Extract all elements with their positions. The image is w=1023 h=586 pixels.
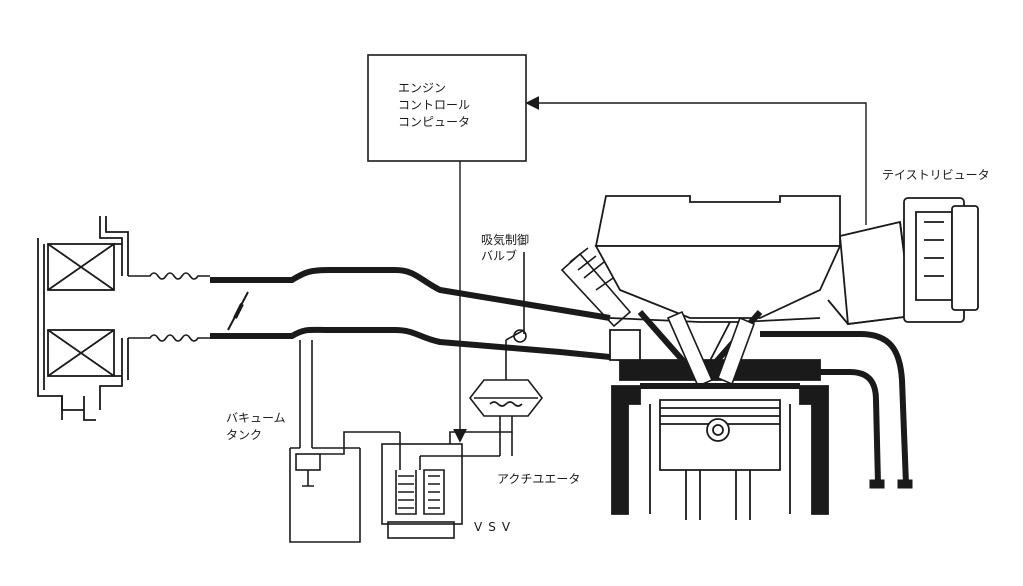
exhaust-manifold: [760, 331, 909, 485]
intake-valve-label: 吸気制御 バルブ: [481, 232, 529, 264]
distributor-label: テイストリビュータ: [882, 168, 990, 182]
ecu-label-line-3: コンピュータ: [398, 115, 471, 129]
distributor-signal-line: [525, 96, 867, 225]
engine-block: [611, 383, 829, 520]
ecu-label-line-2: コントロール: [398, 98, 471, 112]
ecu-label: エンジン コントロール コンピュータ: [398, 80, 470, 131]
intake-control-valve: [505, 252, 527, 343]
vsv-body: [381, 431, 500, 539]
vacuum-tank-label-line-2: タンク: [226, 428, 263, 442]
vacuum-tank-label: バキューム タンク: [226, 410, 286, 444]
intake-hose: [128, 272, 210, 342]
valves: [666, 310, 756, 388]
intake-valve-label-line-1: 吸気制御: [481, 233, 530, 247]
ecu-label-line-1: エンジン: [398, 81, 447, 95]
distributor: [827, 197, 979, 326]
intake-valve-label-line-2: バルブ: [481, 249, 518, 263]
vacuum-tank: [289, 431, 400, 543]
exhaust-flange: [869, 479, 913, 489]
fuel-injector: [560, 247, 632, 328]
air-cleaner: [37, 216, 129, 421]
vsv-label: VSV: [474, 520, 517, 534]
vacuum-tank-label-line-1: バキューム: [226, 411, 286, 425]
actuator: [468, 340, 544, 456]
intake-pipe: [210, 267, 641, 363]
cylinder-head: [594, 195, 842, 385]
actuator-label: アクチユエータ: [497, 472, 581, 486]
vacuum-line: [299, 340, 313, 448]
